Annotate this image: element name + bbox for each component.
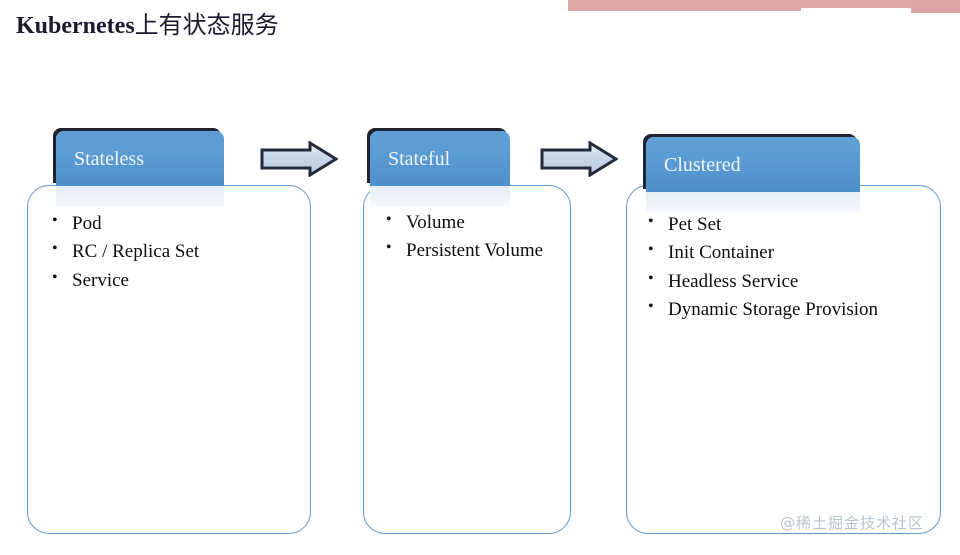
list-item: Pod [50, 210, 300, 236]
header-shadow-stateful [370, 186, 510, 207]
list-item: RC / Replica Set [50, 238, 300, 264]
header-shadow-clustered [646, 192, 860, 213]
panel-header-label-stateless: Stateless [74, 147, 144, 170]
list-item: Persistent Volume [384, 237, 559, 263]
watermark: @稀土掘金技术社区 [780, 514, 925, 532]
list-item: Volume [384, 209, 559, 235]
decorative-pink-bar-right [911, 0, 960, 13]
page-title-en: Kubernetes [16, 13, 135, 39]
panel-header-label-clustered: Clustered [664, 153, 741, 176]
list-item: Pet Set [646, 211, 926, 237]
right-arrow-icon-stateless-to-stateful [260, 141, 338, 177]
decorative-pink-bar-middle [800, 0, 912, 8]
list-item: Service [50, 267, 300, 293]
list-item: Init Container [646, 239, 926, 265]
decorative-pink-bar-left [568, 0, 801, 11]
panel-header-clustered[interactable]: Clustered [646, 137, 860, 192]
bullet-list-stateless: Pod RC / Replica Set Service [50, 210, 300, 296]
list-item: Dynamic Storage Provision [646, 296, 926, 322]
right-arrow-icon-stateful-to-clustered [540, 141, 618, 177]
panel-header-label-stateful: Stateful [388, 147, 451, 170]
bullet-list-stateful: Volume Persistent Volume [384, 209, 559, 267]
panel-header-stateless[interactable]: Stateless [56, 131, 224, 186]
header-shadow-stateless [56, 186, 224, 207]
bullet-list-clustered: Pet Set Init Container Headless Service … [646, 211, 926, 325]
page-title-cn: 上有状态服务 [134, 13, 279, 39]
list-item: Headless Service [646, 268, 926, 294]
page-title: Kubernetes上有状态服务 [16, 5, 279, 40]
panel-header-stateful[interactable]: Stateful [370, 131, 510, 186]
